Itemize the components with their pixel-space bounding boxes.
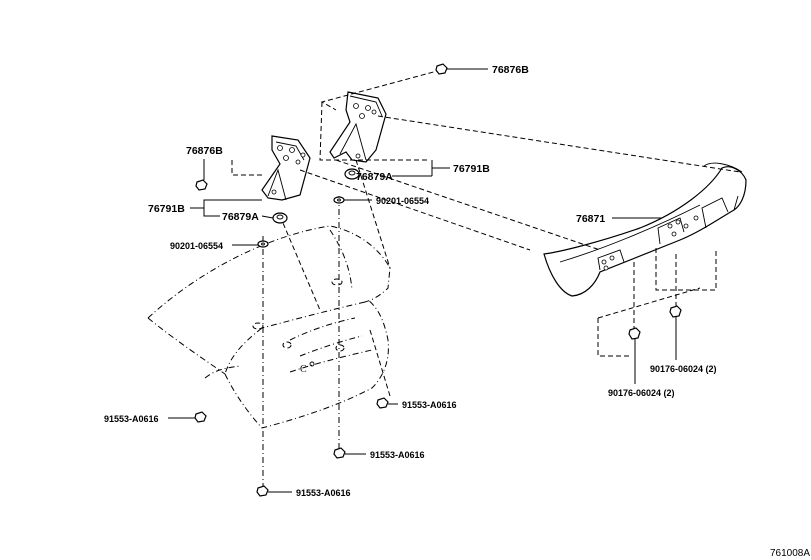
label-90201-right: 90201-06554 bbox=[376, 196, 429, 206]
trunk-lid: C bbox=[147, 225, 391, 429]
nut-90176-b bbox=[628, 327, 641, 340]
label-91553-c: 91553-A0616 bbox=[370, 450, 425, 460]
washer-90201-left bbox=[257, 240, 269, 248]
right-bracket bbox=[329, 91, 387, 163]
bolt-76876B-top bbox=[435, 63, 448, 75]
bolt-91553-a bbox=[194, 411, 207, 423]
label-90176-a: 90176-06024 (2) bbox=[650, 364, 717, 374]
left-bracket bbox=[261, 135, 311, 201]
svg-text:C: C bbox=[300, 364, 307, 375]
label-76871: 76871 bbox=[576, 213, 605, 225]
bolt-91553-c bbox=[333, 447, 346, 459]
bolt-91553-b bbox=[376, 397, 389, 409]
bolt-91553-d bbox=[256, 485, 269, 497]
nut-76879A-left bbox=[272, 212, 288, 224]
leader-lines bbox=[168, 68, 677, 493]
label-76879A-right: 76879A bbox=[356, 171, 393, 183]
label-76791B-left: 76791B bbox=[148, 203, 185, 215]
label-91553-b: 91553-A0616 bbox=[402, 400, 457, 410]
label-76791B-right: 76791B bbox=[453, 163, 490, 175]
bolt-76876B-left bbox=[195, 179, 208, 191]
label-91553-d: 91553-A0616 bbox=[296, 488, 351, 498]
label-76876B-top: 76876B bbox=[492, 64, 529, 76]
assembly-guides bbox=[231, 69, 741, 397]
diagram-code: 761008A bbox=[770, 548, 810, 559]
label-90201-left: 90201-06554 bbox=[170, 241, 223, 251]
fastener-centerlines bbox=[262, 196, 340, 494]
rear-spoiler bbox=[543, 162, 747, 297]
label-76876B-left: 76876B bbox=[186, 145, 223, 157]
nut-90176-a bbox=[669, 305, 682, 318]
label-90176-b: 90176-06024 (2) bbox=[608, 388, 675, 398]
washer-90201-right bbox=[333, 196, 345, 204]
nut-76879A-right bbox=[344, 168, 360, 180]
label-91553-a: 91553-A0616 bbox=[104, 414, 159, 424]
label-76879A-left: 76879A bbox=[222, 211, 259, 223]
